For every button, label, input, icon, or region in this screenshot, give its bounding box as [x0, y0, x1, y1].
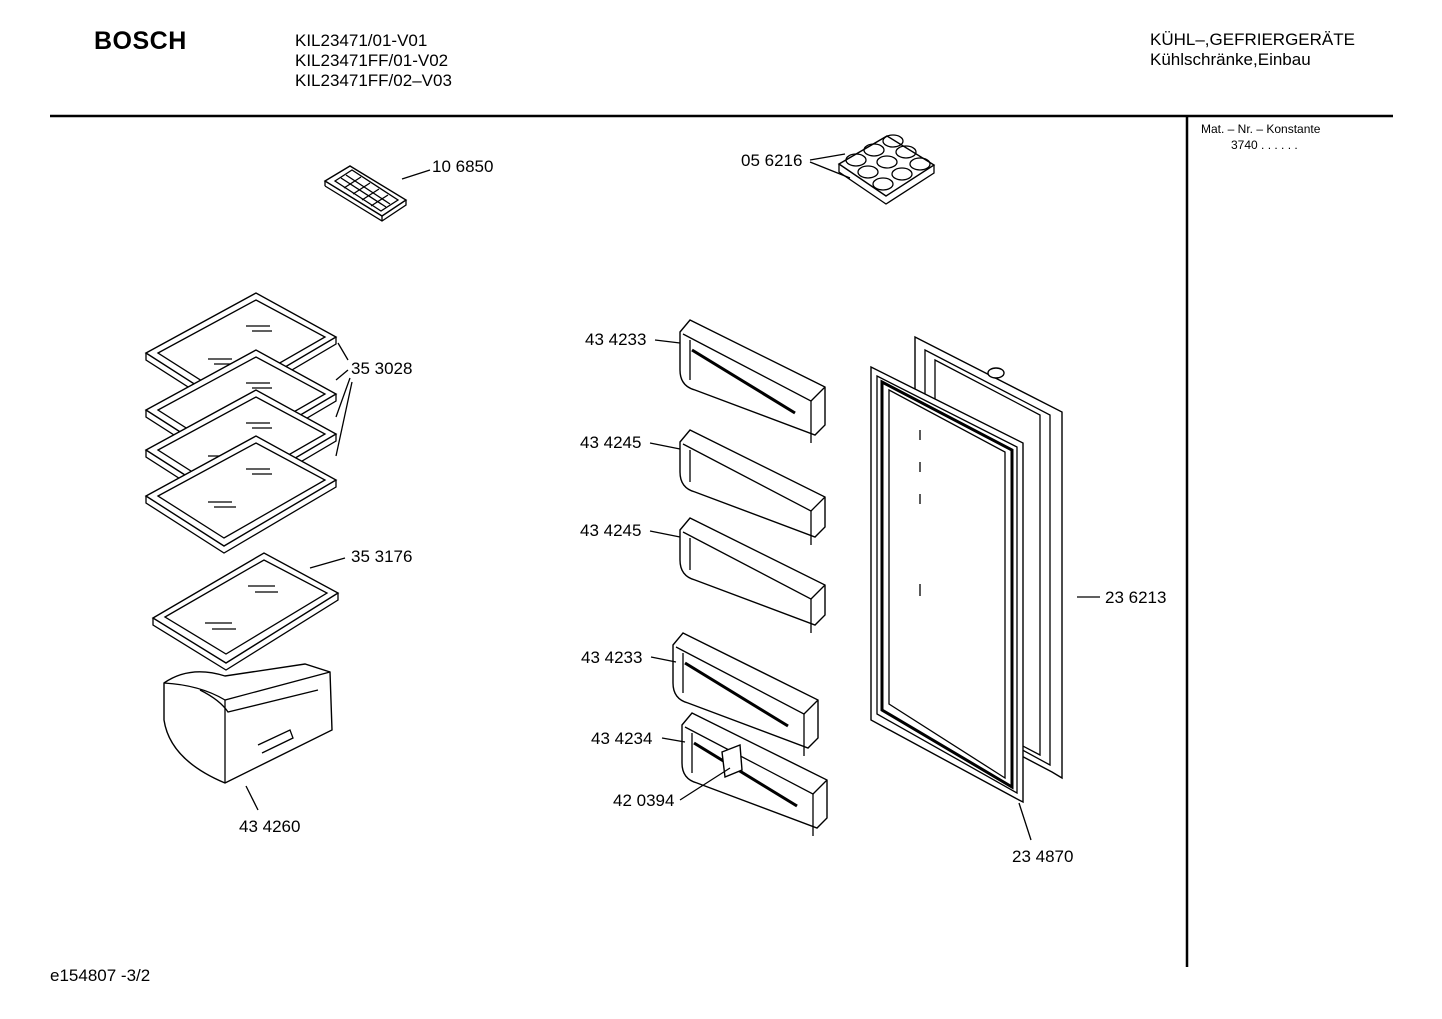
part-label-glass-shelf: 35 3028 — [351, 359, 413, 378]
door-shelf-bin-5 — [661, 712, 828, 836]
model-number-1: KIL23471/01-V01 — [295, 31, 428, 50]
glass-shelf-1 — [144, 292, 338, 411]
part-label-bottle-shelf: 43 4234 — [591, 729, 653, 748]
part-label-door-gasket: 23 4870 — [1012, 847, 1074, 866]
door-shelf-bin-1 — [654, 319, 826, 443]
door-shelves[interactable] — [649, 319, 828, 836]
category-subtitle: Kühlschränke,Einbau — [1150, 50, 1311, 69]
egg-tray-part[interactable] — [837, 134, 936, 205]
glass-shelf-4 — [144, 435, 338, 554]
part-label-door-shelf-2: 43 4245 — [580, 433, 642, 452]
part-label-bottle-holder: 42 0394 — [613, 791, 675, 810]
ice-tray-part[interactable] — [323, 165, 408, 222]
door-shelf-bin-3 — [649, 517, 826, 633]
part-label-door: 23 6213 — [1105, 588, 1167, 607]
door-gasket-part[interactable] — [870, 365, 1024, 804]
material-constant-heading: Mat. – Nr. – Konstante — [1201, 122, 1321, 136]
part-label-door-shelf-3: 43 4245 — [580, 521, 642, 540]
brand-logo: BOSCH — [94, 27, 187, 55]
glass-shelf-stack[interactable] — [144, 292, 338, 554]
part-label-egg-tray: 05 6216 — [741, 151, 803, 170]
crisper-cover-part[interactable] — [151, 552, 340, 671]
material-constant-value: 3740 . . . . . . — [1231, 138, 1298, 152]
part-label-door-shelf-top: 43 4233 — [585, 330, 647, 349]
model-number-2: KIL23471FF/01-V02 — [295, 51, 449, 70]
drawing-id: e154807 -3/2 — [50, 966, 151, 985]
crisper-drawer-part[interactable] — [163, 663, 333, 811]
part-label-crisper-cover: 35 3176 — [351, 547, 413, 566]
door-shelf-bin-2 — [649, 429, 826, 545]
bottle-holder-part[interactable] — [721, 744, 743, 778]
category-title: KÜHL–,GEFRIERGERÄTE — [1150, 30, 1355, 49]
part-label-door-shelf-4: 43 4233 — [581, 648, 643, 667]
door-shelf-bin-4 — [650, 632, 819, 756]
model-number-3: KIL23471FF/02–V03 — [295, 71, 452, 90]
part-label-ice-tray: 10 6850 — [432, 157, 494, 176]
part-label-crisper-drawer: 43 4260 — [239, 817, 301, 836]
